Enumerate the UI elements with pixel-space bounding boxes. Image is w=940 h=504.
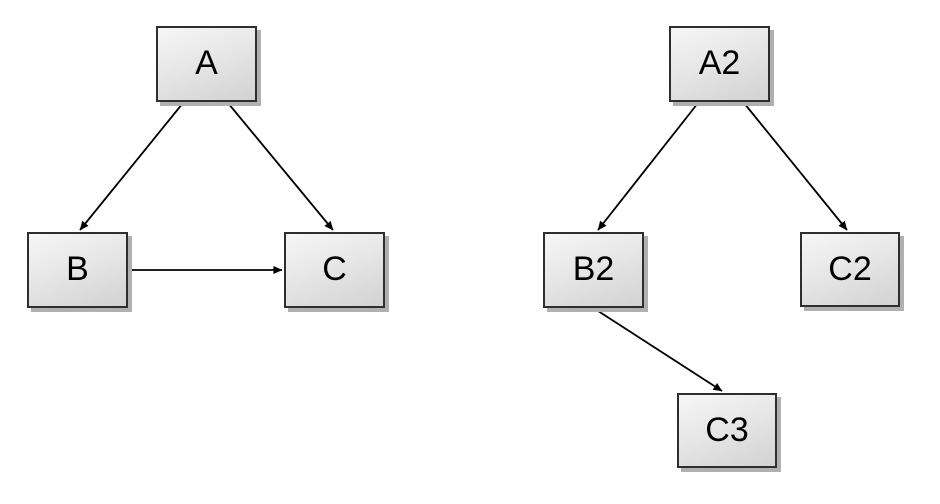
edge-A-to-B [79,102,184,231]
node-B: B [27,232,128,308]
edge-B2-to-C3 [594,308,723,392]
node-C3: C3 [677,393,777,468]
edge-A2-to-C2 [743,102,848,231]
node-C2: C2 [800,232,900,307]
node-A2-label: A2 [698,44,741,82]
node-A2: A2 [669,26,770,102]
node-A-label: A [195,44,218,82]
node-C: C [284,232,385,308]
node-C2-label: C2 [828,249,872,288]
edge-A-to-C [227,102,334,231]
edge-A2-to-B2 [597,102,699,231]
node-B2-label: B2 [572,250,615,288]
node-B2: B2 [543,232,644,308]
node-C3-label: C3 [705,410,749,449]
node-C-label: C [322,250,347,288]
node-B-label: B [66,250,89,288]
node-A: A [156,26,257,102]
